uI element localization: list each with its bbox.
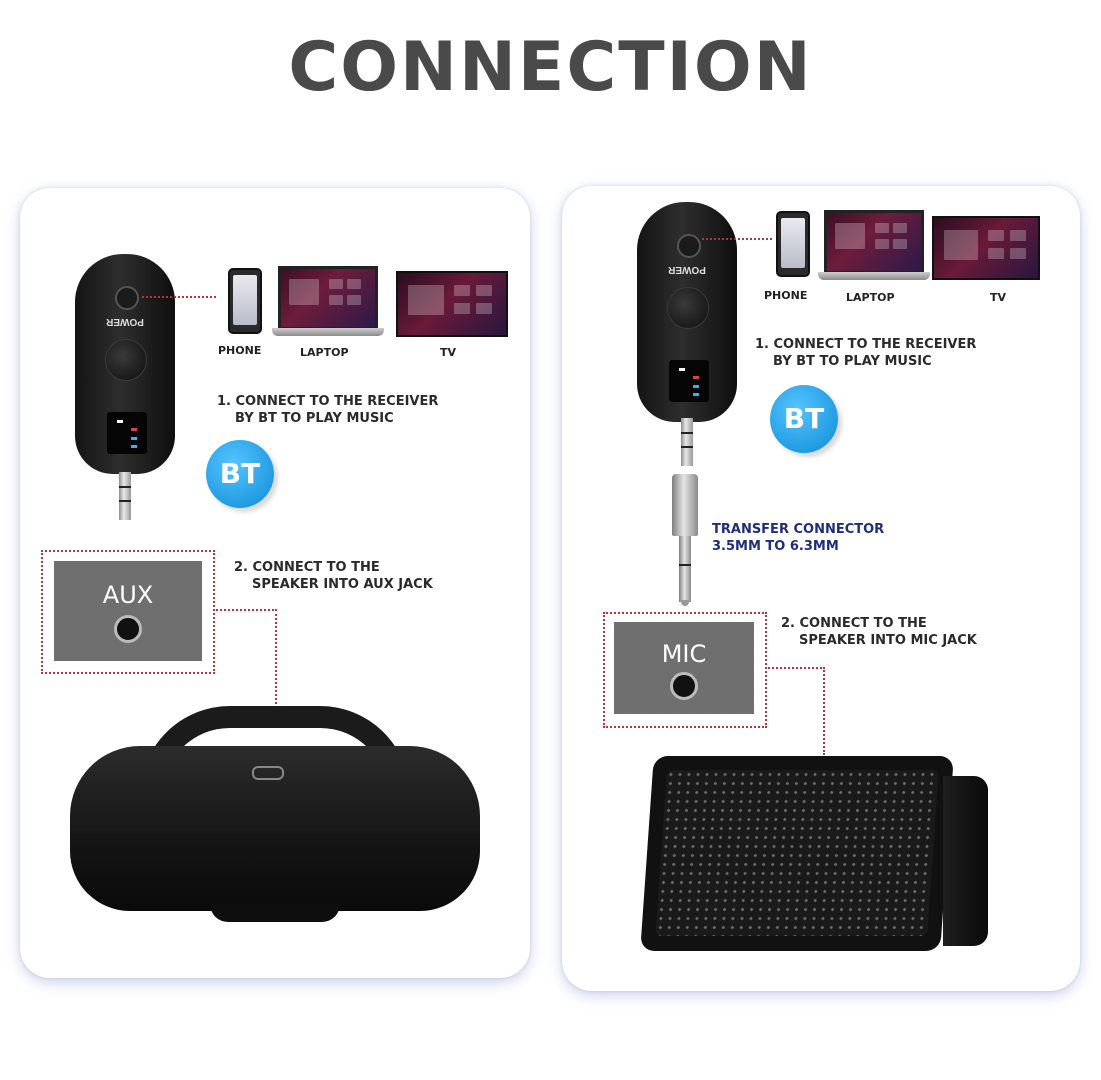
step-1-line-2: BY BT TO PLAY MUSIC <box>235 411 394 426</box>
transfer-connector-text: TRANSFER CONNECTOR 3.5MM TO 6.3MM <box>712 521 884 555</box>
phone-icon <box>776 211 810 277</box>
phone-icon <box>228 268 262 334</box>
laptop-icon <box>272 266 384 338</box>
laptop-icon <box>818 210 930 282</box>
tv-icon <box>396 271 508 337</box>
tv-label: TV <box>440 346 457 359</box>
step-2-text: 2. CONNECT TO THE SPEAKER INTO MIC JACK <box>781 615 977 649</box>
step-1-line-2: BY BT TO PLAY MUSIC <box>773 354 932 369</box>
receiver-icon: POWER <box>637 202 737 422</box>
laptop-label: LAPTOP <box>846 291 895 304</box>
receiver-power-label: POWER <box>668 264 706 275</box>
aux-label: AUX <box>102 581 154 609</box>
mic-connection-panel: POWER PHONE LAPTOP TV 1. CONNECT TO THE … <box>562 186 1080 991</box>
bt-badge-icon: BT <box>206 440 274 508</box>
phone-label: PHONE <box>218 344 262 357</box>
aux-jack-icon: AUX <box>54 561 202 661</box>
receiver-plug-icon <box>681 418 693 466</box>
page-title: CONNECTION <box>288 28 813 107</box>
tv-label: TV <box>990 291 1007 304</box>
receiver-power-label: POWER <box>106 316 144 327</box>
step-2-line-2: SPEAKER INTO MIC JACK <box>799 633 977 648</box>
step-2-line-1: 2. CONNECT TO THE <box>234 560 380 575</box>
bt-badge-icon: BT <box>770 385 838 453</box>
step-2-text: 2. CONNECT TO THE SPEAKER INTO AUX JACK <box>234 559 433 593</box>
aux-callout-box <box>41 550 215 674</box>
step-2-line-2: SPEAKER INTO AUX JACK <box>252 577 433 592</box>
step-1-line-1: 1. CONNECT TO THE RECEIVER <box>217 394 439 409</box>
receiver-icon: POWER <box>75 254 175 474</box>
receiver-plug-icon <box>119 472 131 520</box>
step-1-text: 1. CONNECT TO THE RECEIVER BY BT TO PLAY… <box>217 393 438 427</box>
boombox-speaker-icon <box>70 706 480 926</box>
phone-label: PHONE <box>764 289 808 302</box>
step-1-line-1: 1. CONNECT TO THE RECEIVER <box>755 337 977 352</box>
transfer-line-1: TRANSFER CONNECTOR <box>712 522 885 537</box>
transfer-line-2: 3.5MM TO 6.3MM <box>712 539 839 554</box>
mic-label: MIC <box>661 640 707 668</box>
adapter-plug-icon <box>672 474 698 606</box>
laptop-label: LAPTOP <box>300 346 349 359</box>
tv-icon <box>932 216 1040 280</box>
amp-speaker-icon <box>640 756 992 956</box>
mic-callout-box <box>603 612 767 728</box>
mic-jack-icon: MIC <box>614 622 754 714</box>
step-1-text: 1. CONNECT TO THE RECEIVER BY BT TO PLAY… <box>755 336 976 370</box>
aux-connection-panel: POWER PHONE LAPTOP TV 1. CONNECT TO THE … <box>20 188 530 978</box>
step-2-line-1: 2. CONNECT TO THE <box>781 616 927 631</box>
